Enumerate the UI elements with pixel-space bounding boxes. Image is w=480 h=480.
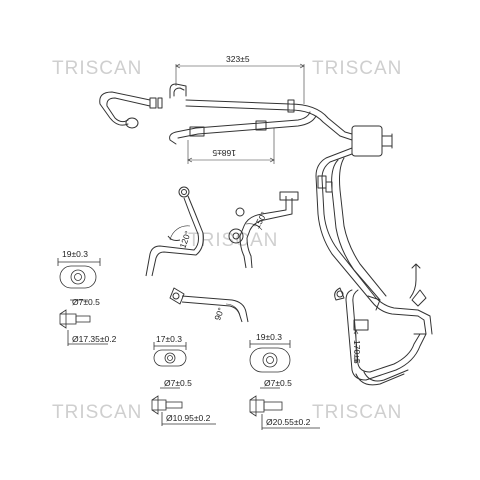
hose-upper-line [185,99,346,133]
fitting-1-width: 19±0.3 [62,249,88,259]
fitting-2-width: 17±0.3 [156,334,182,344]
dim-vertical-length: 170±5 [352,340,362,364]
watermark-bottom-right: TRISCAN [312,402,402,423]
hose-lower-line [175,111,311,133]
watermarks: TRISCAN TRISCAN TRISCAN TRISCAN TRISCAN [52,58,402,423]
fitting-1-outer: Ø17.35±0.2 [72,334,117,344]
left-fitting [125,117,139,129]
fitting-3-outer: Ø20.55±0.2 [266,417,311,427]
fitting-2-outer: Ø10.95±0.2 [166,413,211,423]
angle-arc-90 [225,303,241,317]
fitting-detail-2: 17±0.3 Ø7±0.5 Ø10.95±0.2 [151,334,216,426]
watermark-bottom-left: TRISCAN [52,402,142,423]
dimension-lines [169,63,359,363]
dim-inner-length: 168±5 [212,148,236,158]
fitting-detail-1: 19±0.3 Ø7±0.5 Ø17.35±0.2 [57,249,117,346]
pipe-detail-120 [145,197,199,277]
fitting-2-bore: Ø7±0.5 [164,378,192,388]
hose-assembly [99,83,433,386]
fitting-3-width: 19±0.3 [256,332,282,342]
pipe-detail-angles [145,186,299,323]
fitting-1-bore: Ø7±0.5 [72,297,100,307]
fitting-detail-3: 19±0.3 Ø7±0.5 Ø20.55±0.2 [249,332,320,430]
hose-left-curl [99,91,151,126]
hose-lower-bundle [345,289,427,381]
hose-descending-a [315,147,419,317]
fitting-cluster [169,83,187,99]
watermark-top-left: TRISCAN [52,58,142,79]
dim-angle-90: 90° [212,306,226,322]
pipe-detail-90 [181,295,249,323]
watermark-center: TRISCAN [188,230,278,251]
dryer-canister [351,125,383,157]
watermark-top-right: TRISCAN [312,58,402,79]
angle-arc-150 [245,223,263,231]
dim-overall-length: 323±5 [226,54,250,64]
fitting-3-bore: Ø7±0.5 [264,378,292,388]
pipe-detail-150 [239,196,287,269]
hose-descending-b [331,159,381,301]
angle-arc-120 [169,225,191,241]
